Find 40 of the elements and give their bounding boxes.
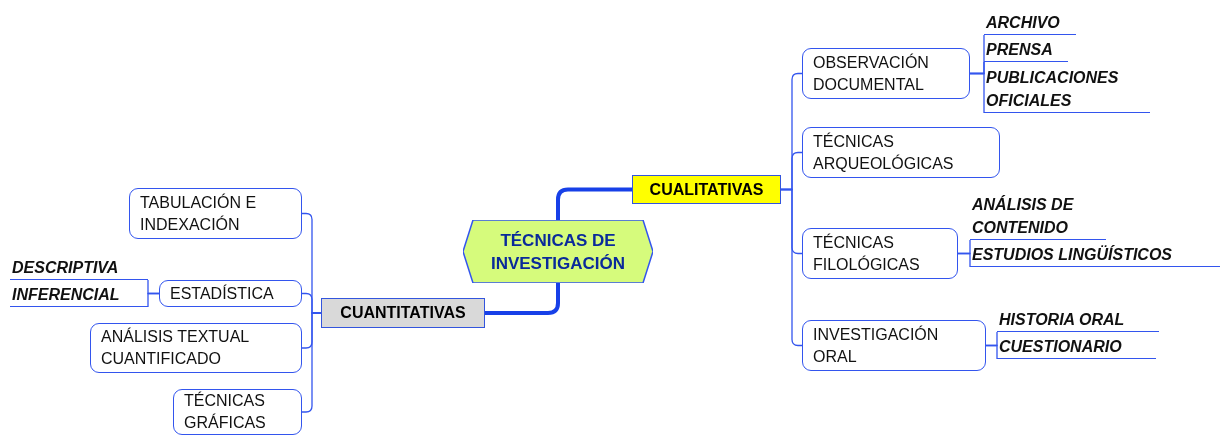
hexagon-node [463,220,653,283]
node-text: ARCHIVO [986,13,1060,33]
connector-line [301,312,322,413]
node-text: OBSERVACIÓN DOCUMENTAL [813,52,930,95]
node-text: TÉCNICAS DE INVESTIGACIÓN [489,229,627,275]
connector-line [969,72,985,114]
node-text: TÉCNICAS FILOLÓGICAS [813,232,921,275]
node-text: DESCRIPTIVA [12,258,119,278]
connector-line [147,292,160,308]
topic-box [173,389,302,435]
topic-box [159,280,302,307]
topic-box [802,228,958,279]
node-text: CUANTITATIVAS [340,304,466,322]
node-text: CUESTIONARIO [999,337,1122,357]
node-text: PRENSA [986,40,1053,60]
category-box [632,175,781,204]
connector-line [985,344,998,360]
node-text: ANÁLISIS DE CONTENIDO [972,194,1075,238]
thick-connector [485,283,560,315]
topic-box [802,127,1000,178]
category-box [321,298,485,328]
connector-line [780,188,803,347]
node-text: HISTORIA ORAL [999,310,1125,330]
topic-box [90,323,302,373]
node-text: ESTUDIOS LINGÜÍSTICOS [972,244,1172,265]
node-text: ANÁLISIS TEXTUAL CUANTIFICADO [101,326,250,369]
node-text: CUALITATIVAS [649,180,764,199]
node-text: INFERENCIAL [12,285,120,305]
node-text: TABULACIÓN E INDEXACIÓN [140,192,258,235]
underlined-item [970,193,1106,240]
connector-line [957,252,971,268]
node-text: INVESTIGACIÓN ORAL [813,324,940,367]
topic-box [802,320,986,371]
thick-connector [556,187,632,220]
node-text: TÉCNICAS ARQUEOLÓGICAS [813,131,955,174]
topic-box [129,188,302,239]
node-text: TÉCNICAS GRÁFICAS [184,390,267,433]
node-text: ESTADÍSTICA [170,283,274,304]
topic-box [802,48,970,99]
node-text: PUBLICACIONES OFICIALES [986,68,1120,111]
